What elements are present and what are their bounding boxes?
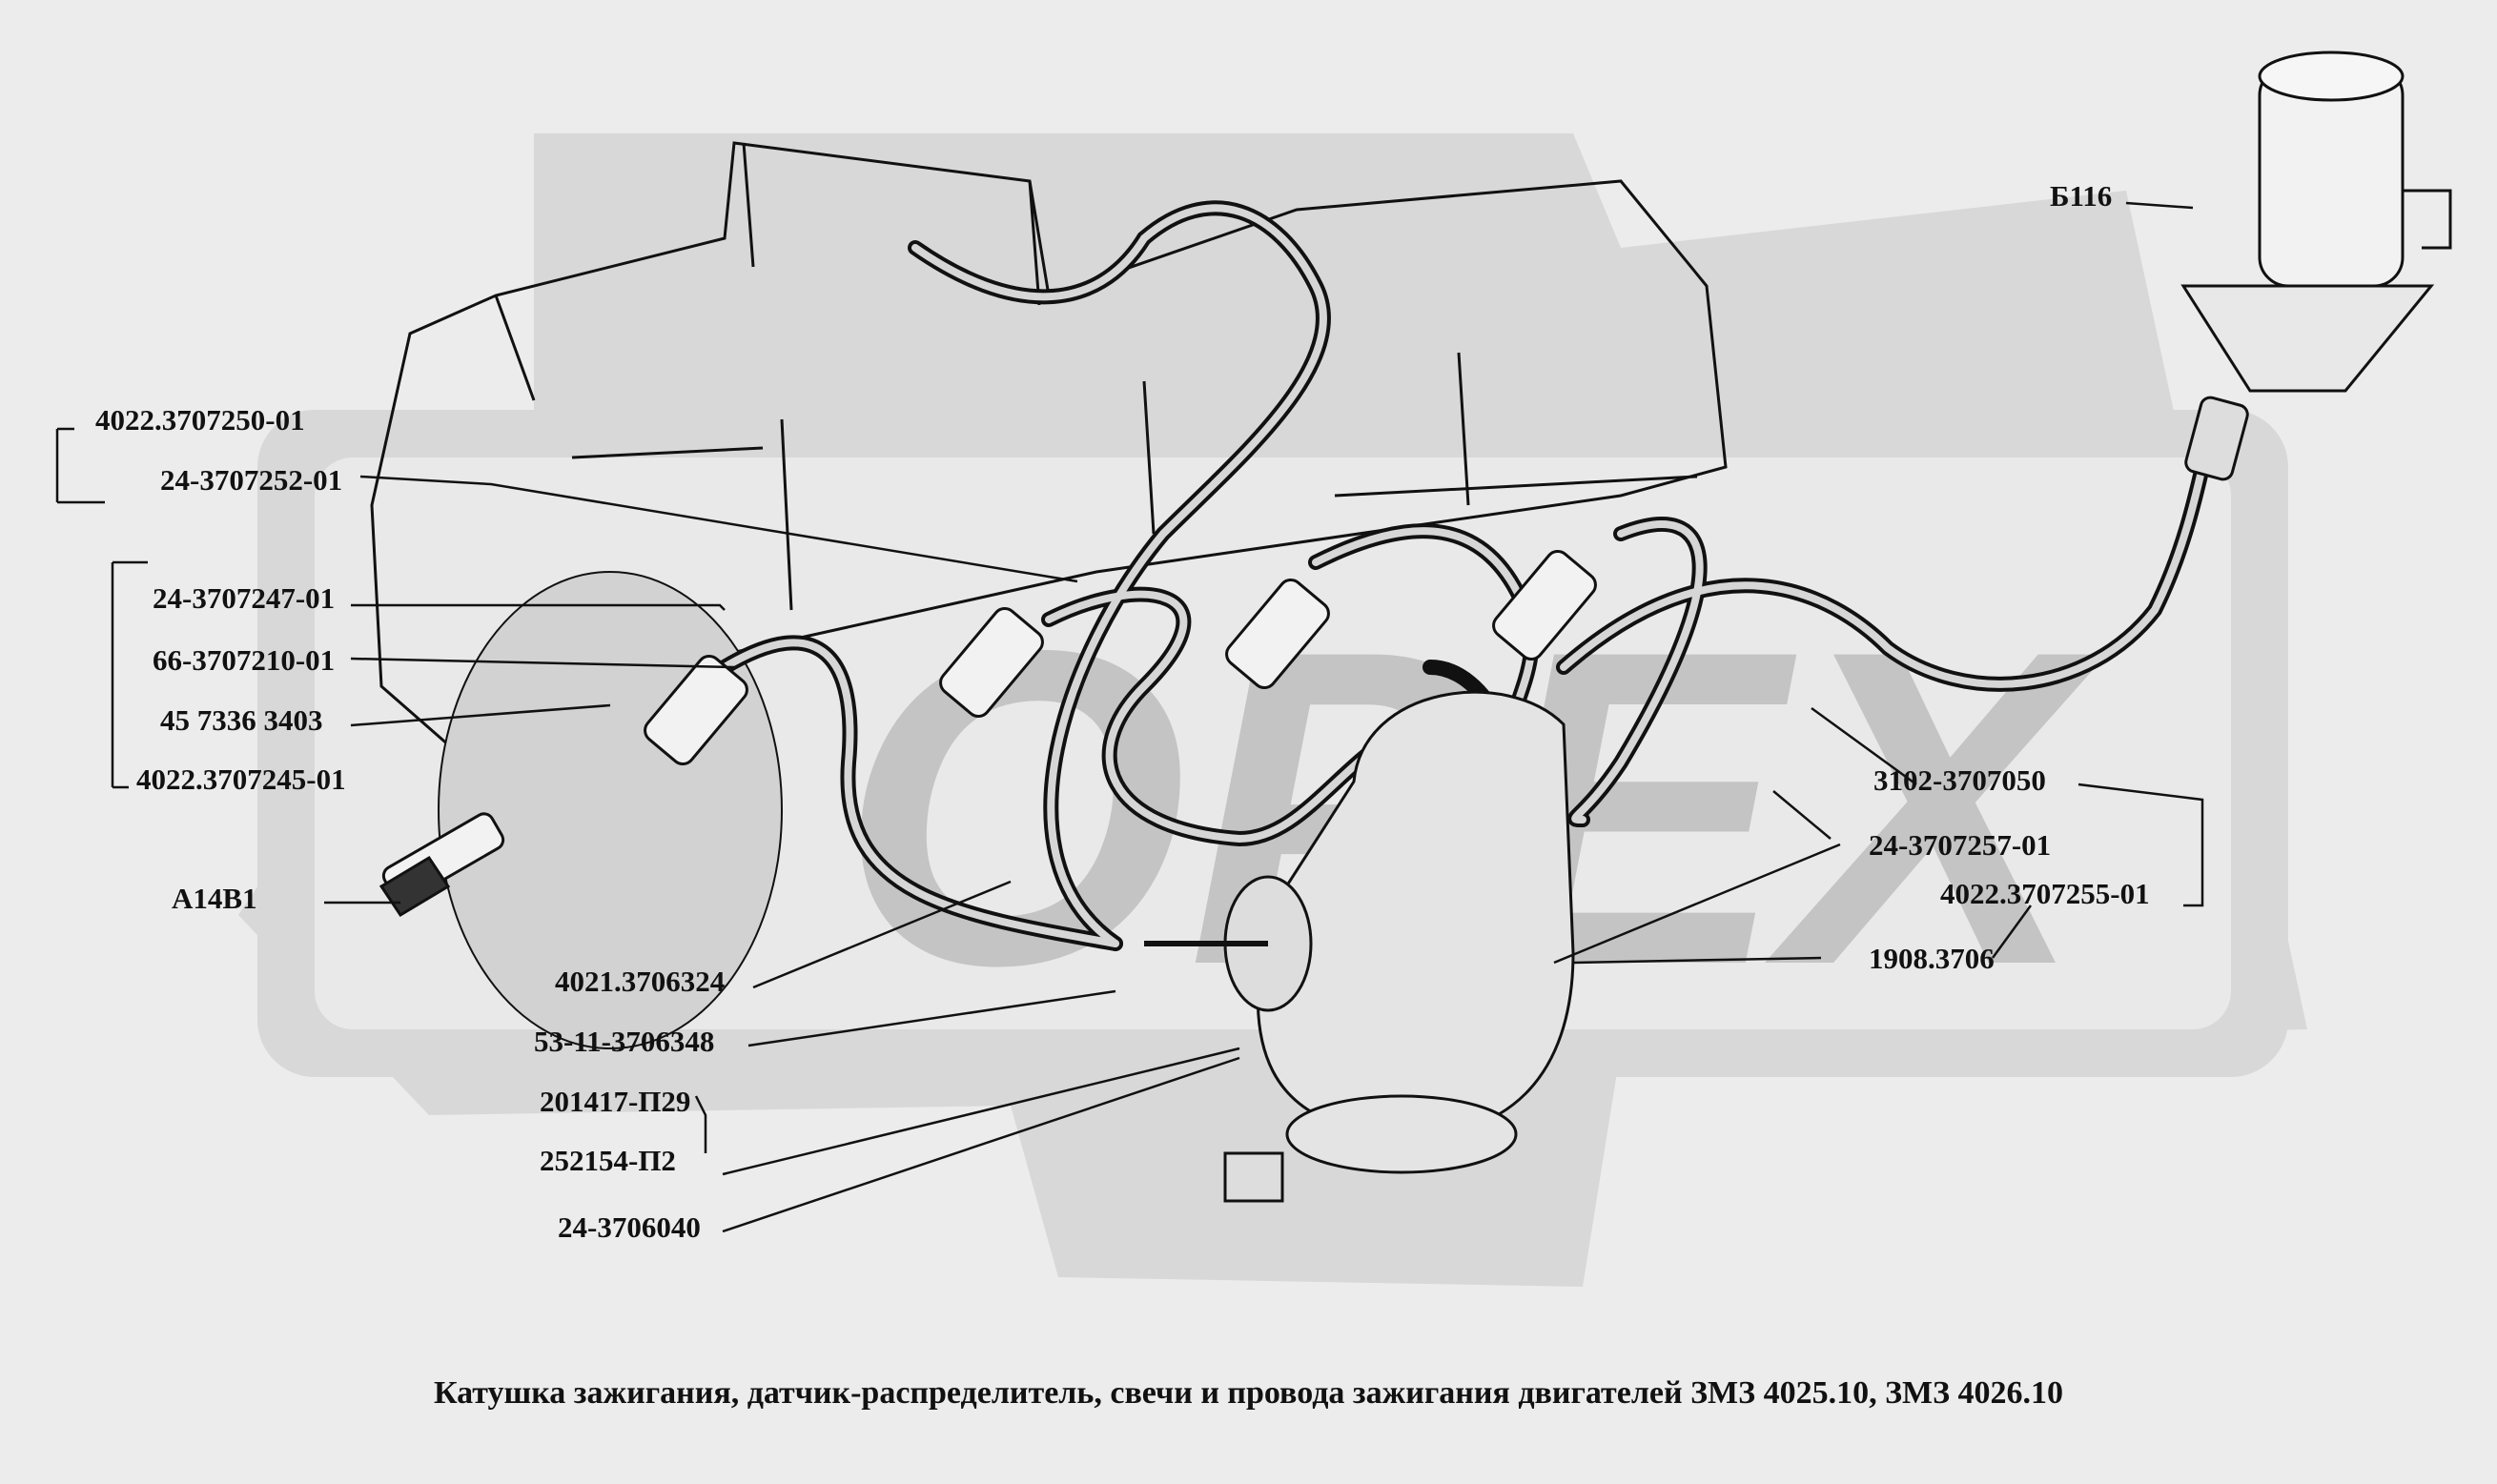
label-66-3707210-01: 66-3707210-01	[153, 643, 336, 677]
label-24-3707257-01: 24-3707257-01	[1869, 828, 2052, 862]
spark-plug	[379, 812, 505, 918]
label-24-3707247-01: 24-3707247-01	[153, 581, 336, 615]
distributor	[1144, 690, 1575, 1203]
label-4022-3707245-01: 4022.3707245-01	[136, 762, 346, 796]
label-24-3707252-01: 24-3707252-01	[160, 463, 343, 497]
label-201417-p29: 201417-П29	[540, 1085, 691, 1118]
spark-plug-caps	[644, 549, 1597, 766]
label-1908-3706: 1908.3706	[1869, 942, 1995, 975]
label-b116: Б116	[2050, 179, 2113, 213]
label-4022-3707250-01: 4022.3707250-01	[95, 403, 305, 437]
ignition-coil	[2180, 51, 2452, 481]
diagram-caption: Катушка зажигания, датчик-распределитель…	[433, 1375, 2064, 1411]
label-252154-p2: 252154-П2	[540, 1144, 676, 1177]
label-53-11-3706348: 53-11-3706348	[534, 1025, 715, 1058]
leader-lines	[55, 201, 2204, 1233]
label-4021-3706324: 4021.3706324	[555, 965, 726, 998]
label-24-3706040: 24-3706040	[558, 1210, 701, 1244]
label-a14b1: А14В1	[172, 882, 257, 915]
label-3102-3707050: 3102-3707050	[1873, 763, 2046, 797]
label-4022-3707255-01: 4022.3707255-01	[1940, 877, 2150, 910]
label-45-7336-3403: 45 7336 3403	[160, 703, 323, 737]
